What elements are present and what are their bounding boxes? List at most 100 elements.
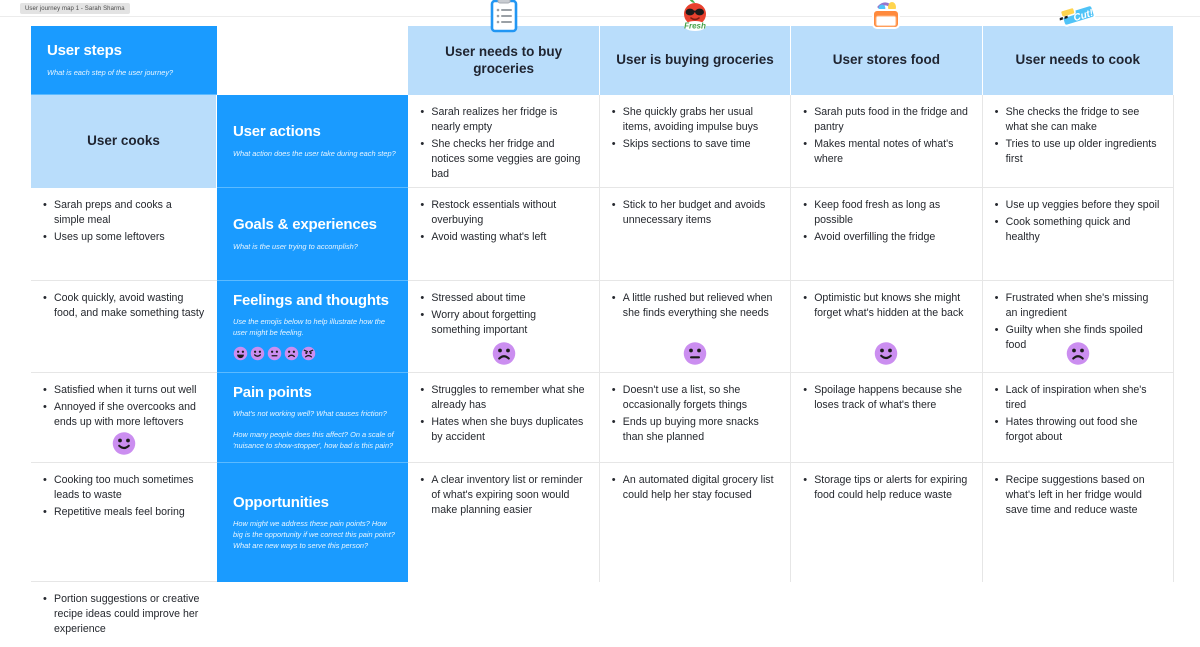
frown-face-icon[interactable] bbox=[284, 346, 299, 361]
bullet-list: A clear inventory list or reminder of wh… bbox=[420, 472, 586, 518]
cell-opportunities-2[interactable]: An automated digital grocery list could … bbox=[599, 463, 792, 582]
cell-pain-points-1[interactable]: Struggles to remember what she already h… bbox=[408, 373, 600, 463]
list-item: Spoilage happens because she loses track… bbox=[803, 382, 969, 413]
column-header-3[interactable]: User stores food bbox=[791, 2, 983, 95]
list-item: Struggles to remember what she already h… bbox=[420, 382, 586, 413]
row-title: Opportunities bbox=[233, 493, 329, 511]
bullet-list: She checks the fridge to see what she ca… bbox=[995, 104, 1161, 167]
cell-goals-2[interactable]: Stick to her budget and avoids unnecessa… bbox=[599, 188, 792, 281]
cell-user-actions-5[interactable]: Sarah preps and cooks a simple meal Uses… bbox=[31, 188, 217, 281]
cell-goals-5[interactable]: Cook quickly, avoid wasting food, and ma… bbox=[31, 281, 217, 373]
mood-frown-face-icon[interactable] bbox=[1065, 341, 1090, 366]
row-header-feelings-thoughts[interactable]: Feelings and thoughts Use the emojis bel… bbox=[217, 281, 409, 373]
cell-goals-4[interactable]: Use up veggies before they spoil Cook so… bbox=[982, 188, 1174, 281]
cell-pain-points-3[interactable]: Spoilage happens because she loses track… bbox=[791, 373, 983, 463]
bullet-list: Stressed about time Worry about forgetti… bbox=[420, 290, 586, 338]
column-header-4[interactable]: Cut! User needs to cook bbox=[982, 4, 1174, 95]
list-item: Skips sections to save time bbox=[612, 137, 778, 153]
column-header-5[interactable]: User cooks bbox=[31, 69, 217, 188]
cell-user-actions-2[interactable]: She quickly grabs her usual items, avoid… bbox=[599, 95, 792, 188]
mood-smile-face-icon[interactable] bbox=[112, 431, 137, 456]
svg-text:Fresh: Fresh bbox=[684, 22, 706, 31]
smile-face-icon[interactable] bbox=[250, 346, 265, 361]
cell-opportunities-3[interactable]: Storage tips or alerts for expiring food… bbox=[791, 463, 983, 582]
mood-neutral-face-icon[interactable] bbox=[682, 341, 707, 366]
bullet-list: Restock essentials without overbuying Av… bbox=[420, 197, 586, 246]
row-title: User steps bbox=[47, 42, 122, 60]
list-item: Avoid wasting what's left bbox=[420, 230, 586, 246]
cell-pain-points-2[interactable]: Doesn't use a list, so she occasionally … bbox=[599, 373, 792, 463]
bullet-list: A little rushed but relieved when she fi… bbox=[612, 290, 778, 321]
bullet-list: Storage tips or alerts for expiring food… bbox=[803, 472, 969, 503]
mood-frown-face-icon[interactable] bbox=[491, 341, 516, 366]
column-header-2[interactable]: Fresh User is buying groceries bbox=[599, 0, 792, 95]
cell-user-actions-4[interactable]: She checks the fridge to see what she ca… bbox=[982, 95, 1174, 188]
emoji-key[interactable] bbox=[233, 346, 396, 361]
cell-feelings-5[interactable]: Satisfied when it turns out well Annoyed… bbox=[31, 373, 217, 463]
bullet-list: Sarah realizes her fridge is nearly empt… bbox=[420, 104, 586, 182]
column-header-1[interactable]: User needs to buy groceries bbox=[408, 0, 600, 95]
bullet-list: Frustrated when she's missing an ingredi… bbox=[995, 290, 1161, 353]
list-item: A clear inventory list or reminder of wh… bbox=[420, 472, 586, 518]
cell-feelings-3[interactable]: Optimistic but knows she might forget wh… bbox=[791, 281, 983, 373]
row-title: User actions bbox=[233, 123, 321, 141]
bullet-list: Struggles to remember what she already h… bbox=[420, 382, 586, 445]
list-item: Storage tips or alerts for expiring food… bbox=[803, 472, 969, 503]
bullet-list: Satisfied when it turns out well Annoyed… bbox=[43, 382, 205, 430]
grin-face-icon[interactable] bbox=[233, 346, 248, 361]
cell-user-actions-3[interactable]: Sarah puts food in the fridge and pantry… bbox=[791, 95, 983, 188]
row-title: Feelings and thoughts bbox=[233, 291, 389, 309]
bullet-list: Cook quickly, avoid wasting food, and ma… bbox=[43, 290, 205, 321]
list-item: Optimistic but knows she might forget wh… bbox=[803, 290, 969, 321]
column-header-label: User is buying groceries bbox=[616, 52, 774, 68]
cut-clapperboard-sticker-icon: Cut! bbox=[1055, 0, 1101, 38]
list-item: She checks her fridge and notices some v… bbox=[420, 137, 586, 182]
list-item: Restock essentials without overbuying bbox=[420, 197, 586, 228]
bullet-list: Lack of inspiration when she's tired Hat… bbox=[995, 382, 1161, 445]
cell-goals-1[interactable]: Restock essentials without overbuying Av… bbox=[408, 188, 600, 281]
row-header-goals-experiences[interactable]: Goals & experiences What is the user try… bbox=[217, 188, 409, 281]
row-header-user-actions[interactable]: User actions What action does the user t… bbox=[217, 95, 409, 188]
neutral-face-icon[interactable] bbox=[267, 346, 282, 361]
cell-pain-points-5[interactable]: Cooking too much sometimes leads to wast… bbox=[31, 463, 217, 582]
document-tab[interactable]: User journey map 1 - Sarah Sharma bbox=[20, 3, 130, 14]
bullet-list: Sarah puts food in the fridge and pantry… bbox=[803, 104, 969, 167]
list-item: Portion suggestions or creative recipe i… bbox=[43, 591, 205, 637]
journey-map-board: User needs to buy groceries Fresh User i… bbox=[31, 0, 1174, 647]
list-item: Doesn't use a list, so she occasionally … bbox=[612, 382, 778, 413]
cell-user-actions-1[interactable]: Sarah realizes her fridge is nearly empt… bbox=[408, 95, 600, 188]
row-header-user-steps[interactable]: User steps What is each step of the user… bbox=[31, 26, 217, 95]
list-item: Tries to use up older ingredients first bbox=[995, 137, 1161, 167]
row-subtitle: What's not working well? What causes fri… bbox=[233, 409, 387, 419]
list-item: Sarah preps and cooks a simple meal bbox=[43, 197, 205, 228]
cell-opportunities-4[interactable]: Recipe suggestions based on what's left … bbox=[982, 463, 1174, 582]
cell-opportunities-5[interactable]: Portion suggestions or creative recipe i… bbox=[31, 582, 217, 647]
list-item: Worry about forgetting something importa… bbox=[420, 308, 586, 338]
cell-goals-3[interactable]: Keep food fresh as long as possible Avoi… bbox=[791, 188, 983, 281]
cell-feelings-2[interactable]: A little rushed but relieved when she fi… bbox=[599, 281, 792, 373]
list-item: Cook quickly, avoid wasting food, and ma… bbox=[43, 290, 205, 321]
cell-pain-points-4[interactable]: Lack of inspiration when she's tired Hat… bbox=[982, 373, 1174, 463]
list-item: Sarah puts food in the fridge and pantry bbox=[803, 104, 969, 135]
row-title: Pain points bbox=[233, 384, 312, 402]
list-item: Recipe suggestions based on what's left … bbox=[995, 472, 1161, 518]
cell-feelings-1[interactable]: Stressed about time Worry about forgetti… bbox=[408, 281, 600, 373]
bullet-list: Keep food fresh as long as possible Avoi… bbox=[803, 197, 969, 246]
cell-feelings-4[interactable]: Frustrated when she's missing an ingredi… bbox=[982, 281, 1174, 373]
column-header-label: User needs to cook bbox=[1015, 52, 1141, 68]
row-subtitle: What is each step of the user journey? bbox=[47, 67, 174, 77]
list-item: Keep food fresh as long as possible bbox=[803, 197, 969, 228]
list-item: Avoid overfilling the fridge bbox=[803, 230, 969, 246]
list-item: She checks the fridge to see what she ca… bbox=[995, 104, 1161, 135]
row-header-opportunities[interactable]: Opportunities How might we address these… bbox=[217, 463, 409, 582]
row-title: Goals & experiences bbox=[233, 216, 377, 234]
list-item: Hates throwing out food she forgot about bbox=[995, 415, 1161, 445]
row-header-pain-points[interactable]: Pain points What's not working well? Wha… bbox=[217, 373, 409, 463]
angry-face-icon[interactable] bbox=[301, 346, 316, 361]
mood-smile-face-icon[interactable] bbox=[874, 341, 899, 366]
clipboard-icon bbox=[481, 0, 527, 38]
cell-opportunities-1[interactable]: A clear inventory list or reminder of wh… bbox=[408, 463, 600, 582]
list-item: Uses up some leftovers bbox=[43, 230, 205, 246]
fresh-apple-sticker-icon: Fresh bbox=[672, 0, 718, 38]
grocery-basket-icon bbox=[863, 0, 909, 38]
